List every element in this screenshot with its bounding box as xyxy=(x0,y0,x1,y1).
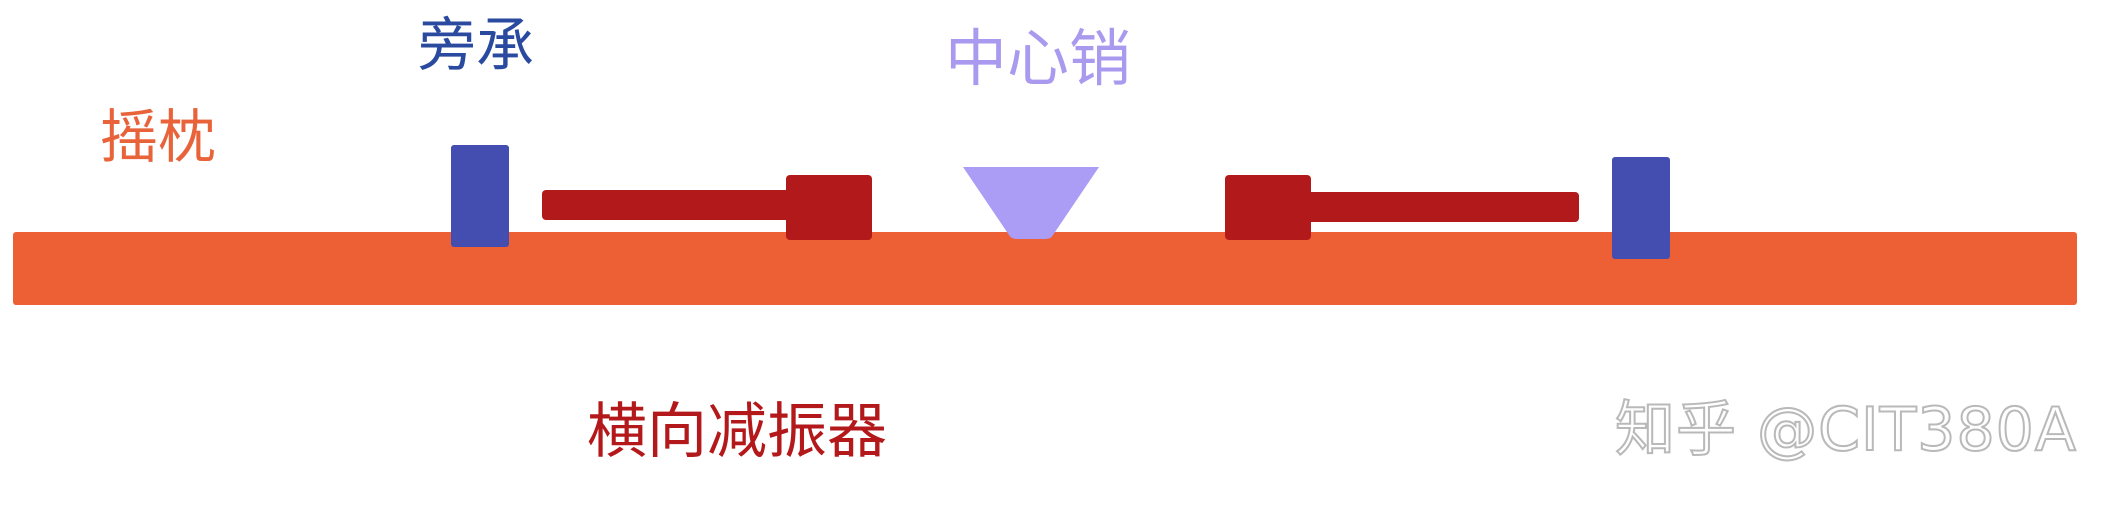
bolster-label: 摇枕 xyxy=(100,103,217,171)
lateral-damper-label: 横向减振器 xyxy=(587,397,887,467)
bolster-beam xyxy=(13,232,2077,305)
watermark: 知乎 @CIT380A xyxy=(1614,395,2077,465)
lateral-damper-left-body xyxy=(786,175,872,240)
center-pin xyxy=(963,167,1099,239)
side-bearing-left xyxy=(451,145,509,247)
lateral-damper-right-rod xyxy=(1296,192,1579,222)
side-bearing-right xyxy=(1612,157,1670,259)
center-pin-shape xyxy=(963,167,1099,239)
lateral-damper-left-rod xyxy=(542,190,802,220)
side-bearing-label: 旁承 xyxy=(418,11,535,79)
center-pin-label: 中心销 xyxy=(945,22,1132,95)
